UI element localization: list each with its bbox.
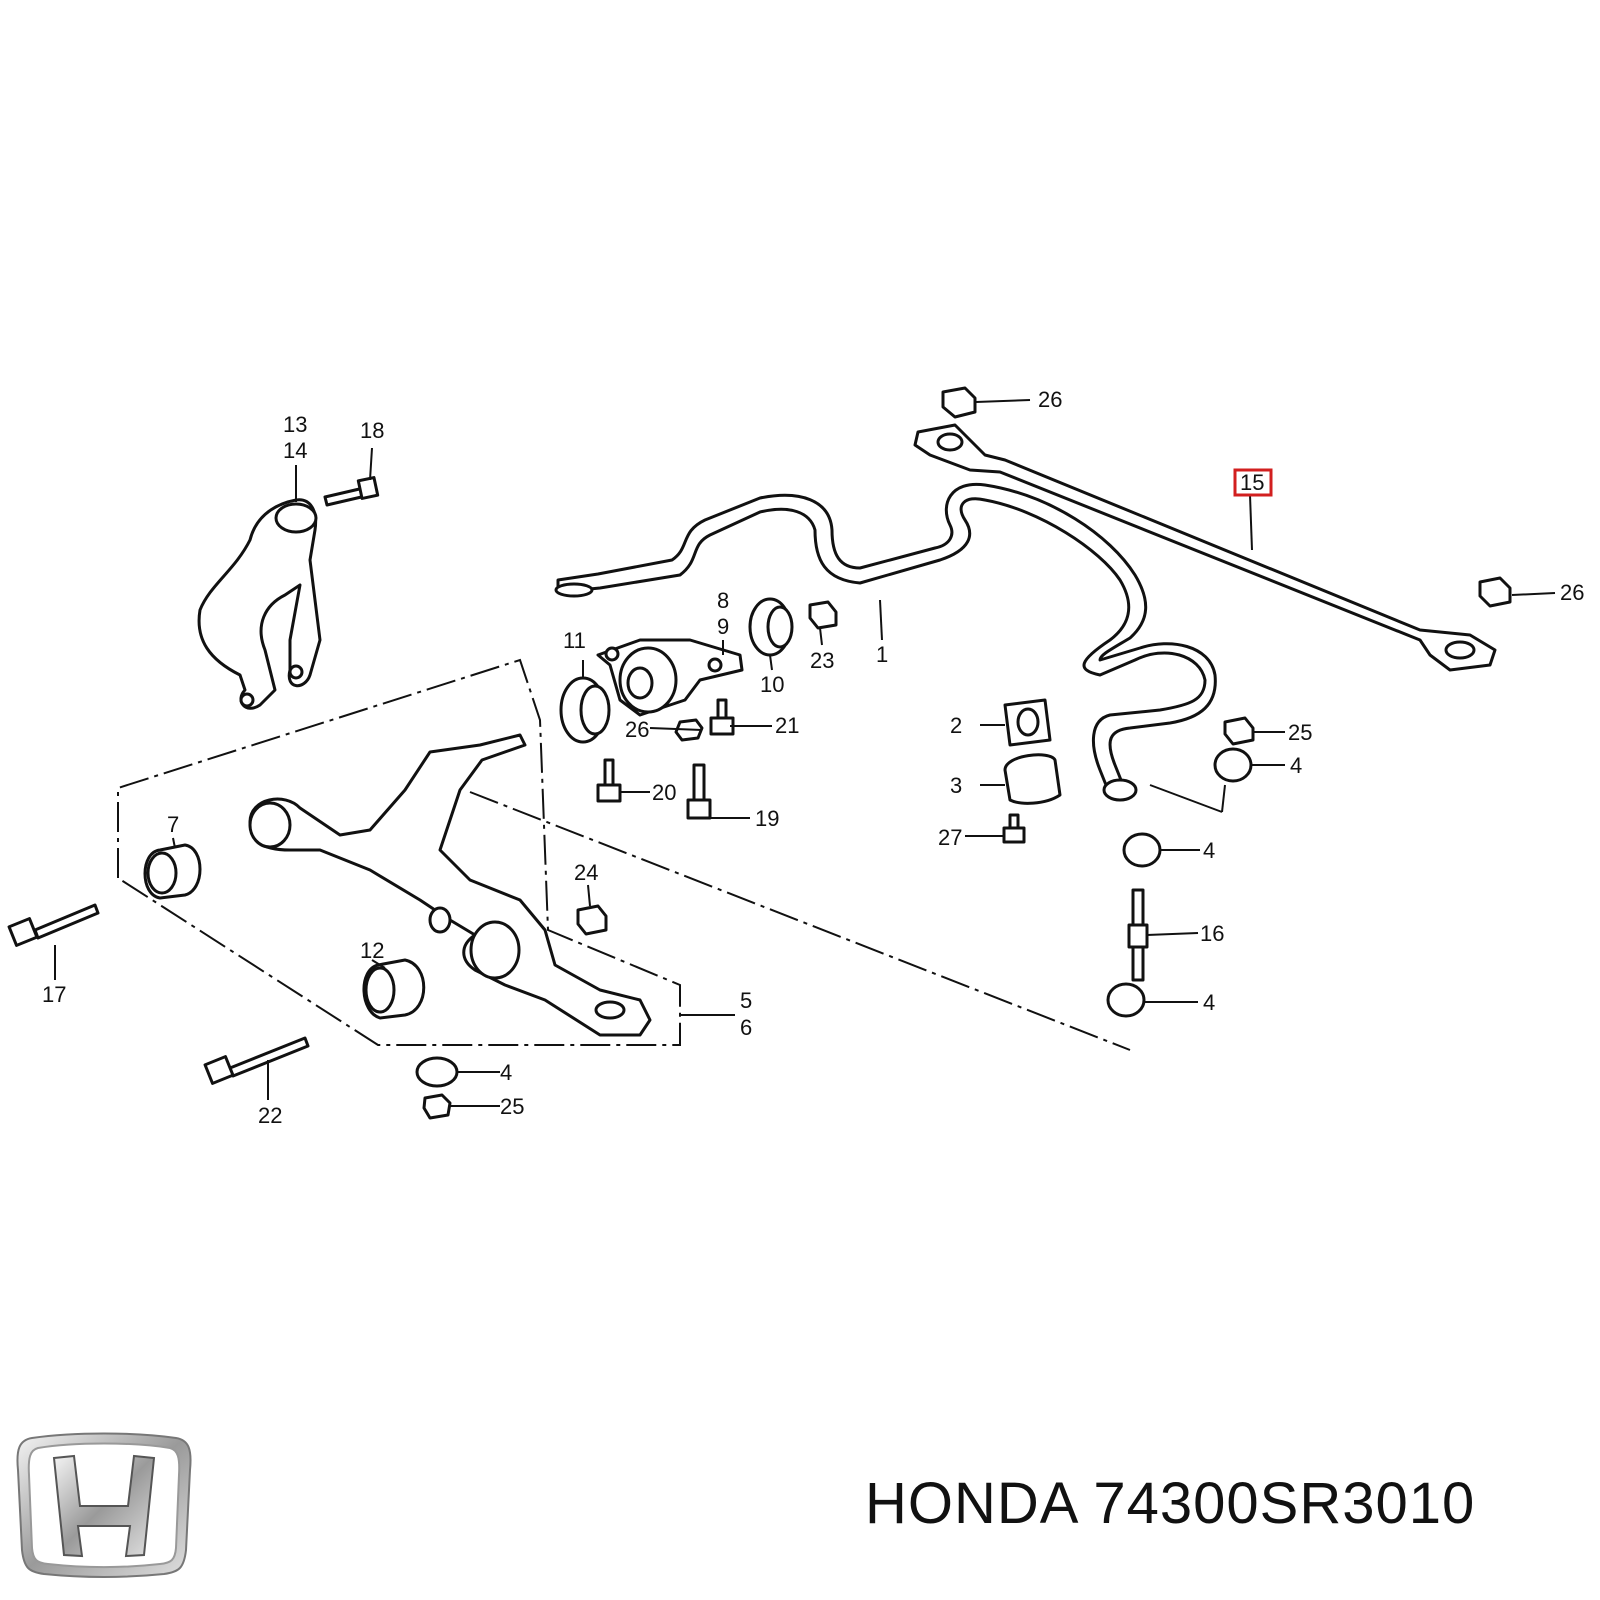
part-number: 74300SR3010: [1093, 1471, 1476, 1536]
callout-1: 1: [876, 642, 888, 667]
stabilizer-bar: [554, 482, 1217, 802]
bolt-22: [203, 1036, 310, 1085]
bushing-4-a: [1213, 747, 1253, 783]
nut-26-top: [941, 386, 977, 419]
callout-10: 10: [760, 672, 784, 697]
callout-26-top: 26: [1038, 387, 1062, 412]
bolt-18: [323, 476, 380, 507]
callout-25-lower: 25: [500, 1094, 524, 1119]
bushing-2: [1003, 698, 1052, 747]
callout-2: 2: [950, 713, 962, 738]
callout-12: 12: [360, 938, 384, 963]
callout-4-d: 4: [500, 1060, 512, 1085]
nut-23: [808, 600, 838, 630]
brand-name: HONDA: [865, 1471, 1077, 1536]
bushing-4-d: [415, 1056, 459, 1088]
nut-25-lower: [422, 1093, 452, 1120]
steering-knuckle: [197, 498, 322, 710]
callout-5: 5: [740, 988, 752, 1013]
callout-20: 20: [652, 780, 676, 805]
bushing-4-c: [1106, 982, 1146, 1018]
callout-4-b: 4: [1203, 838, 1215, 863]
bushing-12: [362, 958, 426, 1020]
bushing-7: [143, 843, 202, 900]
callout-13: 13: [283, 412, 307, 437]
callout-26-right: 26: [1560, 580, 1584, 605]
callout-9: 9: [717, 614, 729, 639]
callout-21: 21: [775, 713, 799, 738]
nut-24: [576, 904, 608, 936]
callout-8: 8: [717, 588, 729, 613]
nut-26-right: [1478, 576, 1512, 608]
assembly-outline-link: [469, 791, 1131, 1051]
stud-16: [1127, 888, 1149, 982]
assembly-outline-arm: [117, 658, 681, 1046]
bushing-4-b: [1122, 832, 1162, 868]
callout-16: 16: [1200, 921, 1224, 946]
callout-24: 24: [574, 860, 598, 885]
callout-23: 23: [810, 648, 834, 673]
callout-4-a: 4: [1290, 753, 1302, 778]
highlight-box-15: [1233, 468, 1273, 497]
bracket-3: [1003, 753, 1062, 805]
bushing-11: [559, 676, 611, 744]
callout-4-c: 4: [1203, 990, 1215, 1015]
strut-bar-15: [913, 423, 1497, 672]
callout-7: 7: [167, 812, 179, 837]
callout-19: 19: [755, 806, 779, 831]
nut-25-right: [1223, 716, 1255, 746]
leader-lines: [54, 399, 1556, 1107]
callout-25-right: 25: [1288, 720, 1312, 745]
part-title: HONDA 74300SR3010: [865, 1470, 1475, 1537]
callout-14: 14: [283, 438, 307, 463]
callout-3: 3: [950, 773, 962, 798]
callout-15: 15: [1240, 470, 1264, 495]
callout-27: 27: [938, 825, 962, 850]
callout-6: 6: [740, 1015, 752, 1040]
bolt-19: [686, 763, 712, 820]
callout-18: 18: [360, 418, 384, 443]
bolt-17: [7, 903, 100, 947]
bushing-10: [748, 597, 794, 657]
callout-22: 22: [258, 1103, 282, 1128]
callout-11: 11: [563, 628, 586, 653]
honda-logo-icon: [16, 1432, 192, 1578]
lower-control-arm: [248, 733, 652, 1037]
bolt-20: [596, 758, 622, 803]
bushing-bracket: [596, 638, 744, 717]
bolt-21: [709, 698, 735, 736]
callout-17: 17: [42, 982, 66, 1007]
bolt-27: [1002, 813, 1026, 844]
callout-26-small: 26: [625, 717, 649, 742]
